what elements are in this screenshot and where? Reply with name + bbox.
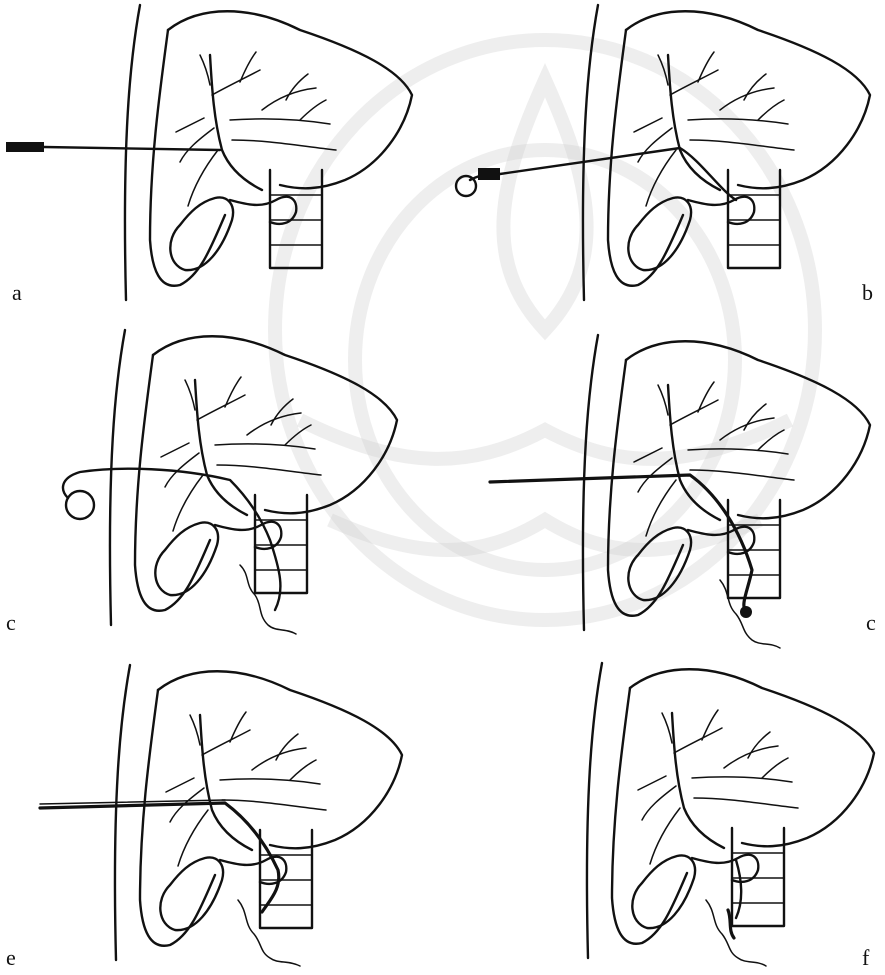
panel-label-f: f	[862, 945, 870, 970]
panel-label-d: c	[866, 610, 876, 635]
panel-label-c: c	[6, 610, 16, 635]
guidewire-c	[63, 469, 296, 634]
needle-a	[6, 142, 220, 152]
panel-label-a: a	[12, 280, 22, 305]
panel-a: a	[6, 5, 412, 305]
panel-label-e: e	[6, 945, 16, 970]
panel-d: c	[490, 335, 876, 648]
panel-e: e	[6, 665, 402, 970]
panel-f: f	[587, 663, 874, 970]
panel-c: c	[6, 330, 397, 635]
panel-label-b: b	[862, 280, 873, 305]
drain-f	[706, 860, 766, 966]
background-watermark	[275, 40, 815, 620]
